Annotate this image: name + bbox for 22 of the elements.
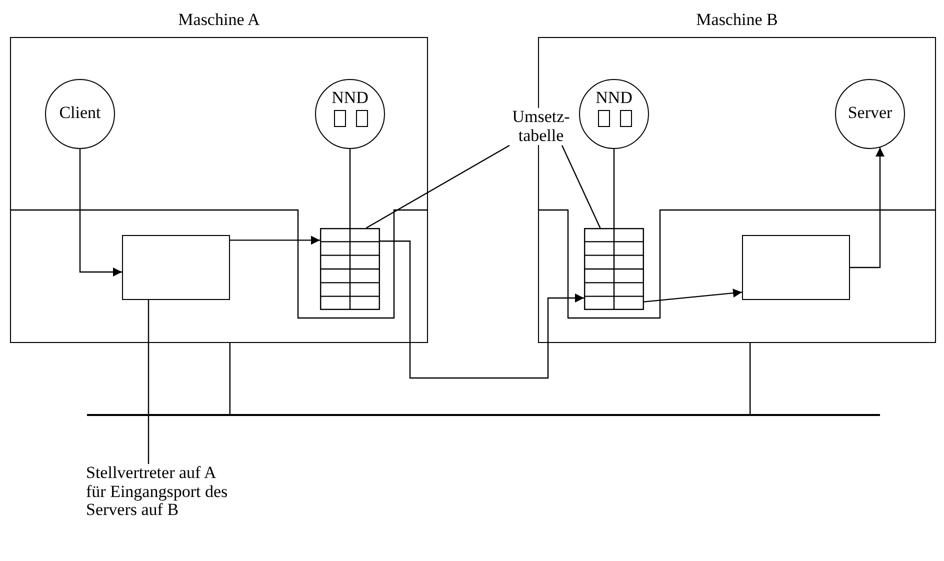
node-label: Server [846, 103, 894, 123]
process-box [122, 235, 230, 300]
arrow [380, 240, 584, 379]
machine-title: Maschine B [695, 10, 779, 30]
connector-line [349, 149, 351, 228]
connector-line [750, 343, 751, 414]
machine-title: Maschine A [177, 10, 261, 30]
arrow [644, 288, 742, 302]
node-label: NND [594, 88, 634, 108]
node-label: NND [330, 88, 370, 108]
arrow [230, 236, 320, 245]
node-label: Client [58, 103, 102, 123]
connector-line [229, 343, 230, 414]
arrow [850, 148, 884, 268]
translation-table [320, 228, 380, 310]
leader-line [148, 300, 150, 464]
arrow [79, 149, 122, 276]
leader-line [561, 145, 601, 228]
leader-line [366, 144, 510, 229]
translation-table [584, 228, 644, 310]
process-box [742, 235, 850, 300]
connector-line [613, 149, 615, 228]
